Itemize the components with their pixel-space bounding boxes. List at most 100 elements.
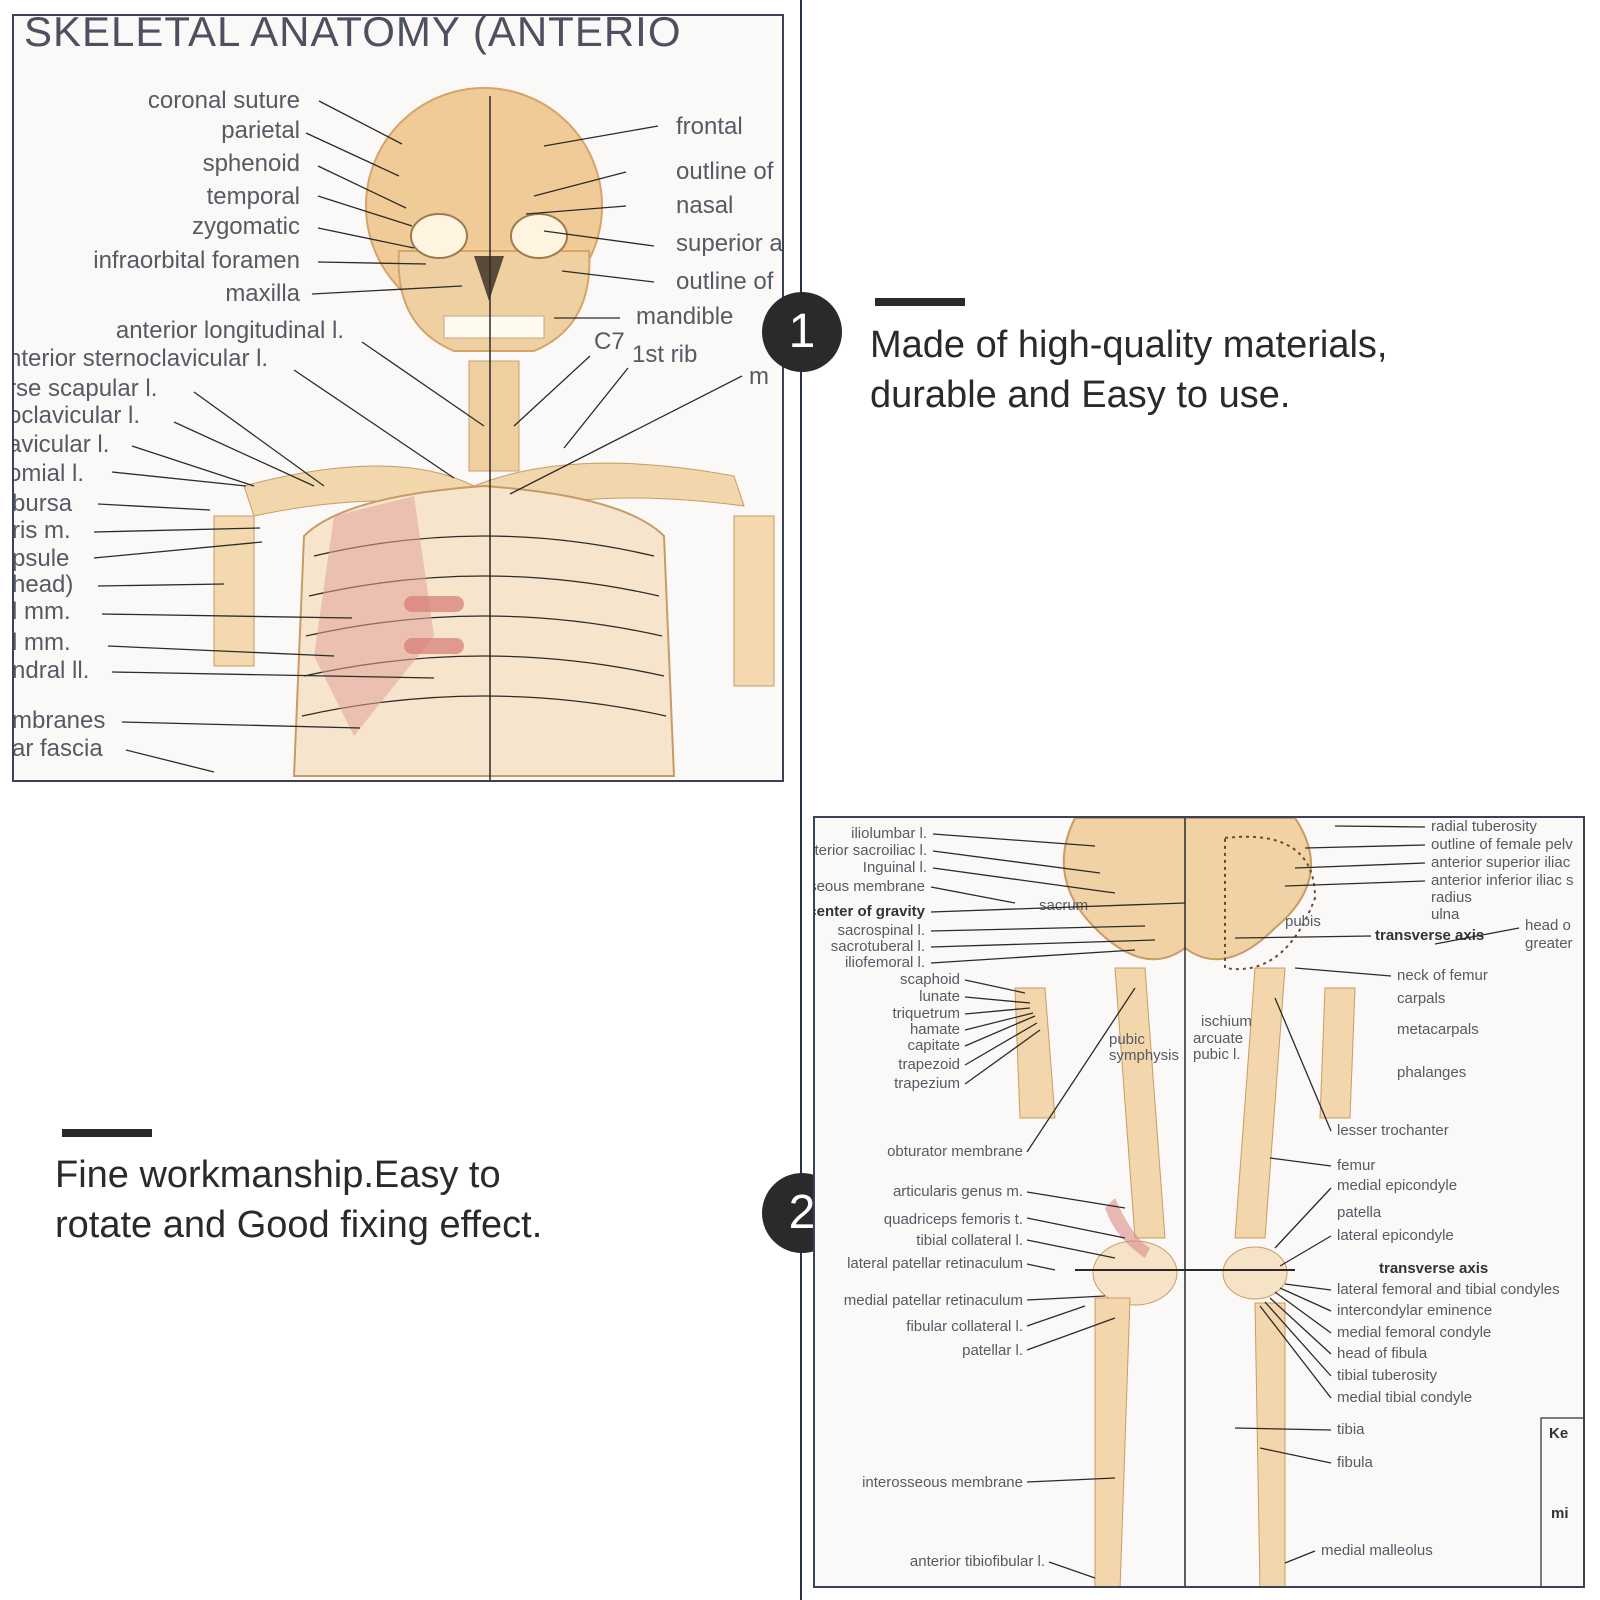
label-fibula: fibula [1337, 1454, 1374, 1471]
label-infraorbital-foramen: infraorbital foramen [93, 247, 300, 274]
label-lesser-trochanter: lesser trochanter [1337, 1122, 1449, 1139]
label-omial: omial l. [14, 460, 84, 487]
label-lateral-femoral-tibial-condyles: lateral femoral and tibial condyles [1337, 1281, 1560, 1298]
label-key: Ke [1549, 1425, 1568, 1442]
skeleton-illustration-lower: iliolumbar l. terior sacroiliac l. Ingui… [815, 818, 1583, 1586]
feature-text-1: Made of high-quality materials, durable … [870, 320, 1387, 420]
label-obturator-membrane: obturator membrane [887, 1143, 1023, 1160]
label-temporal: temporal [207, 183, 300, 210]
label-medial-femoral-condyle: medial femoral condyle [1337, 1324, 1491, 1341]
label-inguinal: Inguinal l. [863, 859, 927, 876]
label-outline-of-2: outline of [676, 268, 774, 295]
label-bursa: bursa [14, 490, 73, 517]
label-mandible: mandible [636, 303, 733, 330]
label-metacarpals: metacarpals [1397, 1021, 1479, 1038]
label-symphysis: symphysis [1109, 1047, 1179, 1064]
label-m: m [749, 363, 769, 390]
label-ischium: ischium [1201, 1013, 1252, 1030]
label-arcuate: arcuate [1193, 1030, 1243, 1047]
label-hamate: hamate [910, 1021, 960, 1038]
label-sacrum: sacrum [1039, 897, 1088, 914]
feature-1-line-2: durable and Easy to use. [870, 374, 1291, 416]
label-pubic-l: pubic l. [1193, 1046, 1241, 1063]
key-box [1540, 1417, 1583, 1586]
label-ar-fascia: ar fascia [14, 735, 103, 762]
label-patellar-l: patellar l. [962, 1342, 1023, 1359]
label-patella: patella [1337, 1204, 1382, 1221]
divider-line [800, 0, 802, 1600]
label-parietal: parietal [221, 117, 300, 144]
label-intercondylar-eminence: intercondylar eminence [1337, 1302, 1492, 1319]
label-lateral-patellar-retinaculum: lateral patellar retinaculum [847, 1255, 1023, 1272]
label-medial-tibial-condyle: medial tibial condyle [1337, 1389, 1472, 1406]
label-psule: psule [14, 545, 69, 572]
feature-2-line-1: Fine workmanship.Easy to [55, 1154, 501, 1196]
label-anterior-longitudinal: anterior longitudinal l. [116, 317, 344, 344]
poster-image-lower-skeleton: iliolumbar l. terior sacroiliac l. Ingui… [813, 816, 1585, 1588]
label-iliofemoral: iliofemoral l. [845, 954, 925, 971]
label-outline-female-pelvis: outline of female pelv [1431, 836, 1573, 853]
label-coronal-suture: coronal suture [148, 87, 300, 114]
right-labels: frontal outline of nasal superior a outl… [594, 113, 783, 390]
skeleton-illustration-upper: SKELETAL ANATOMY (ANTERIO coronal suture… [14, 16, 783, 780]
label-transverse-axis-2: transverse axis [1379, 1260, 1488, 1277]
feature-accent-bar-1 [875, 298, 965, 306]
poster-image-upper-skeleton: SKELETAL ANATOMY (ANTERIO coronal suture… [12, 14, 784, 782]
label-sacrotuberal: sacrotuberal l. [831, 938, 925, 955]
label-transverse-axis-1: transverse axis [1375, 927, 1484, 944]
label-pubic: pubic [1109, 1031, 1145, 1048]
label-interosseous-membrane: interosseous membrane [862, 1474, 1023, 1491]
label-mi: mi [1551, 1505, 1569, 1522]
label-carpals: carpals [1397, 990, 1445, 1007]
label-tibial-tuberosity: tibial tuberosity [1337, 1367, 1438, 1384]
label-medial-epicondyle: medial epicondyle [1337, 1177, 1457, 1194]
label-sacrospinal: sacrospinal l. [837, 922, 925, 939]
label-anterior-tibiofibular: anterior tibiofibular l. [910, 1553, 1045, 1570]
feature-2-line-2: rotate and Good fixing effect. [55, 1204, 543, 1246]
label-quadriceps-femoris: quadriceps femoris t. [884, 1211, 1023, 1228]
label-tibial-collateral: tibial collateral l. [916, 1232, 1023, 1249]
label-medial-malleolus: medial malleolus [1321, 1542, 1433, 1559]
leader-lines [93, 100, 743, 773]
label-ris-m: ris m. [14, 517, 71, 544]
lower-leader-lines [930, 825, 1520, 1579]
label-sacroiliac: terior sacroiliac l. [815, 842, 927, 859]
label-frontal: frontal [676, 113, 743, 140]
label-sternoclavicular: nterior sternoclavicular l. [14, 345, 268, 372]
label-maxilla: maxilla [225, 280, 300, 307]
left-labels: coronal suture parietal sphenoid tempora… [14, 87, 344, 762]
label-oclavicular: oclavicular l. [14, 402, 140, 429]
label-avicular: avicular l. [14, 431, 109, 458]
feature-accent-bar-2 [62, 1129, 152, 1137]
lower-left-labels: iliolumbar l. terior sacroiliac l. Ingui… [815, 825, 1045, 1570]
label-greater: greater [1525, 935, 1573, 952]
label-l-mm-1: l mm. [14, 598, 71, 625]
label-articularis-genus: articularis genus m. [893, 1183, 1023, 1200]
lower-right-labels: radial tuberosity outline of female pelv… [1321, 818, 1574, 1559]
label-fibular-collateral: fibular collateral l. [906, 1318, 1023, 1335]
label-trapezoid: trapezoid [898, 1056, 960, 1073]
label-outline-of-1: outline of [676, 158, 774, 185]
label-phalanges: phalanges [1397, 1064, 1466, 1081]
label-1st-rib: 1st rib [632, 341, 697, 368]
label-center-of-gravity: center of gravity [815, 903, 926, 920]
label-medial-patellar-retinaculum: medial patellar retinaculum [844, 1292, 1023, 1309]
lower-center-labels: sacrum pubis pubic symphysis ischium arc… [1039, 897, 1321, 1064]
label-capitate: capitate [907, 1037, 960, 1054]
label-sphenoid: sphenoid [203, 150, 300, 177]
label-triquetrum: triquetrum [892, 1005, 960, 1022]
label-iliolumbar: iliolumbar l. [851, 825, 927, 842]
label-superior: superior a [676, 230, 783, 257]
label-radial-tuberosity: radial tuberosity [1431, 818, 1537, 835]
label-pubis: pubis [1285, 913, 1321, 930]
label-anterior-inferior-iliac: anterior inferior iliac s [1431, 872, 1574, 889]
label-head-of: head o [1525, 917, 1571, 934]
label-lunate: lunate [919, 988, 960, 1005]
label-nasal: nasal [676, 192, 733, 219]
label-ndral: ndral ll. [14, 657, 89, 684]
label-mbranes: mbranes [14, 707, 105, 734]
label-ulna: ulna [1431, 906, 1460, 923]
label-head-of-fibula: head of fibula [1337, 1345, 1428, 1362]
label-c7: C7 [594, 328, 625, 355]
label-neck-of-femur: neck of femur [1397, 967, 1488, 984]
